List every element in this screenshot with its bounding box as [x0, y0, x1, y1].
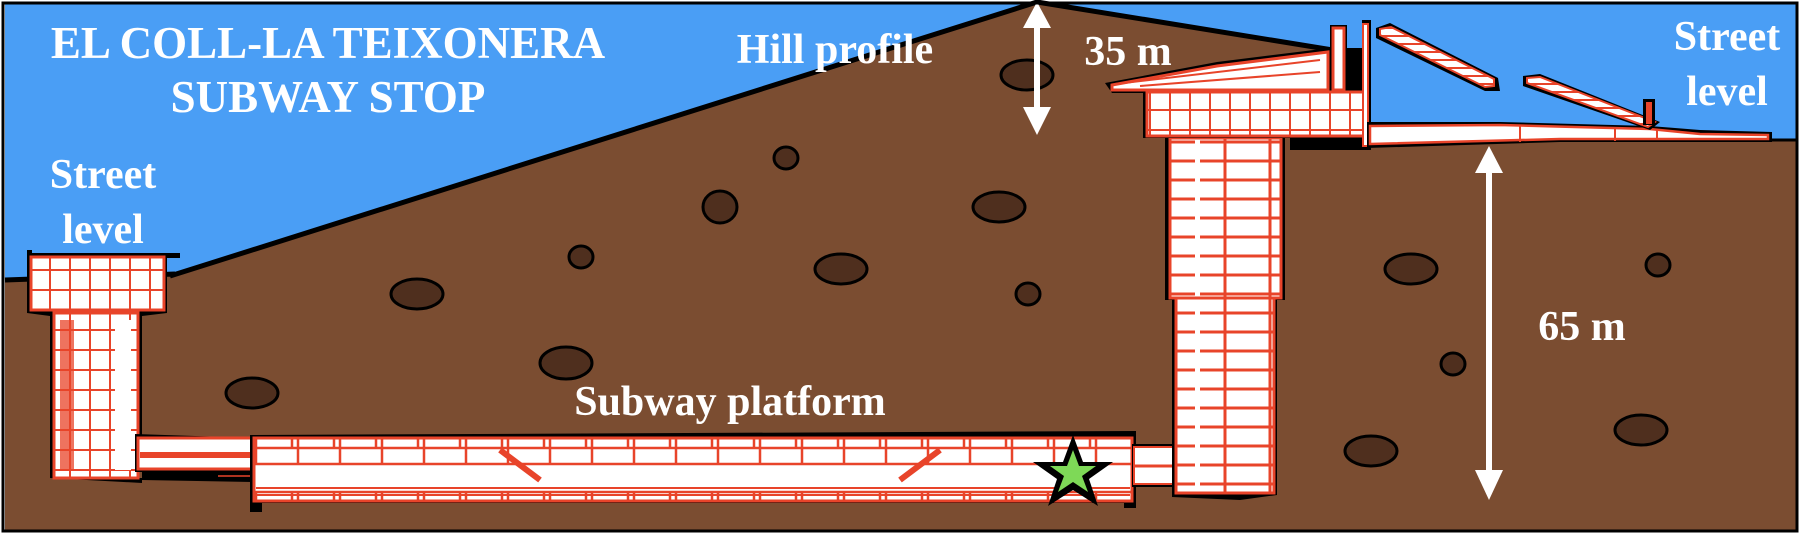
rock — [971, 190, 1027, 224]
left-walkway — [135, 434, 256, 478]
title-line-2: SUBWAY STOP — [171, 72, 486, 122]
rock — [224, 376, 280, 410]
rock — [1343, 434, 1399, 468]
rock — [389, 277, 445, 311]
street-level-right-label-line1: Street — [1674, 14, 1781, 60]
depth-label: 65 m — [1538, 304, 1626, 350]
rock — [701, 189, 739, 225]
diagram-border — [1, 1, 1799, 533]
rock — [772, 145, 800, 171]
rock — [538, 345, 594, 381]
depth-arrow — [1475, 146, 1503, 500]
upper-entrance-building — [1105, 20, 1371, 150]
street-level-left-label-line1: Street — [50, 152, 157, 198]
title-line-1: EL COLL-LA TEIXONERA — [51, 18, 606, 68]
rock — [1014, 281, 1042, 307]
hill-height-arrow — [1023, 2, 1051, 135]
upper-corridor — [1367, 122, 1772, 148]
right-elevator-tower — [1165, 135, 1285, 500]
hill-height-label: 35 m — [1084, 29, 1172, 75]
right-escalators — [1376, 23, 1660, 130]
rock — [1439, 351, 1467, 377]
rock — [1644, 252, 1672, 278]
subway-platform-label: Subway platform — [574, 379, 886, 425]
rock — [1613, 413, 1669, 447]
rock — [567, 244, 595, 270]
rock — [999, 58, 1055, 92]
subway-platform-structure — [250, 431, 1136, 512]
rock — [813, 252, 869, 286]
hill-profile-label: Hill profile — [737, 27, 933, 73]
rock — [1383, 252, 1439, 286]
left-entrance-building — [27, 250, 252, 483]
platform-tower-connector — [1132, 444, 1177, 487]
you-are-here-star-icon — [1033, 435, 1113, 506]
street-level-right-label-line2: level — [1686, 69, 1768, 115]
street-level-left-label-line2: level — [62, 207, 144, 253]
